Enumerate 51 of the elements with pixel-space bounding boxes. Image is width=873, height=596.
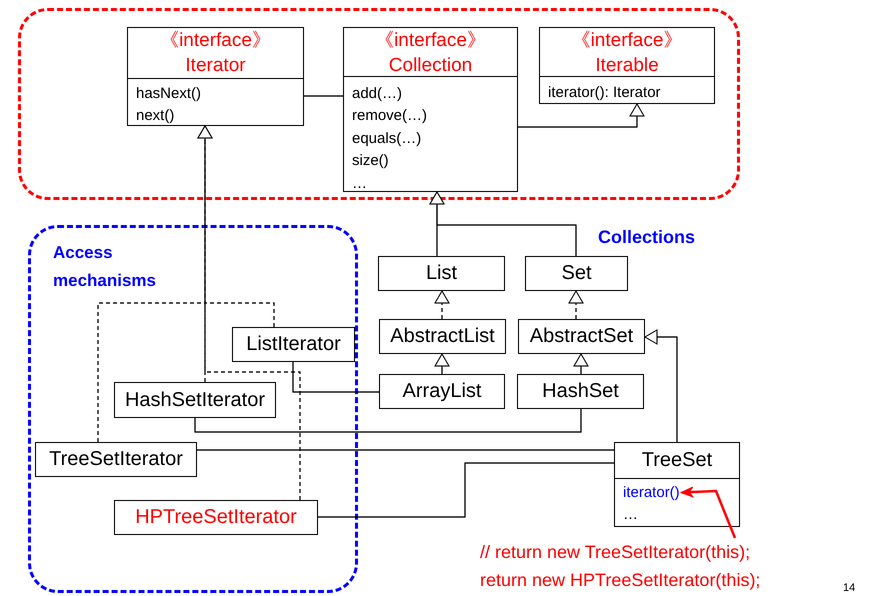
group-frame (18, 8, 740, 200)
class-name: Collection (388, 55, 474, 77)
arrow (198, 126, 301, 500)
class-box (539, 27, 715, 104)
member-name: … (352, 174, 367, 192)
arrow (430, 192, 577, 256)
class-name: TreeSet (640, 449, 714, 471)
member-name: iterator() (623, 482, 680, 502)
arrow (644, 330, 678, 442)
arrow (574, 354, 588, 374)
class-box: HashSet (517, 374, 644, 409)
class-name: Iterable (594, 55, 660, 77)
class-box (127, 27, 304, 126)
class-box (343, 27, 518, 192)
stereotype: 《interface》 (374, 30, 487, 52)
class-box: ListIterator (232, 327, 355, 362)
code-line: return new HPTreeSetIterator(this); (480, 569, 760, 592)
arrow (518, 104, 644, 128)
class-name: Iterator (184, 55, 247, 77)
class-box: TreeSetIterator (35, 442, 197, 477)
class-box: ArrayList (379, 374, 505, 409)
member-name: iterator(): Iterator (548, 82, 661, 102)
stereotype: 《interface》 (159, 30, 272, 52)
connector-line (292, 362, 379, 393)
connector-line (197, 449, 614, 451)
member-name: hasNext() (136, 84, 202, 102)
group-frame (28, 225, 358, 593)
connector-line (304, 95, 343, 97)
connector-line (194, 409, 582, 433)
class-box: AbstractSet (518, 319, 645, 354)
section-heading: Collections (598, 226, 696, 248)
member-name: add(…) (352, 84, 402, 102)
arrow (434, 290, 450, 319)
arrow (568, 290, 584, 319)
member-name: equals(…) (352, 128, 422, 148)
code-line: // return new TreeSetIterator(this); (480, 541, 750, 564)
class-box: HashSetIterator (114, 382, 276, 418)
class-box: AbstractList (379, 319, 506, 354)
arrow (434, 354, 450, 374)
class-box (614, 442, 740, 527)
connector-line (318, 462, 614, 518)
group-heading: Access mechanisms (53, 242, 157, 292)
class-box: List (378, 256, 505, 291)
member-name: size() (352, 151, 389, 170)
member-name: remove(…) (352, 106, 428, 125)
class-box: Set (525, 256, 628, 291)
stereotype: 《interface》 (570, 30, 684, 52)
member-name: next() (136, 106, 174, 125)
class-box: HPTreeSetIterator (114, 500, 318, 535)
member-name: … (623, 505, 638, 524)
page-number: 14 (843, 582, 856, 595)
